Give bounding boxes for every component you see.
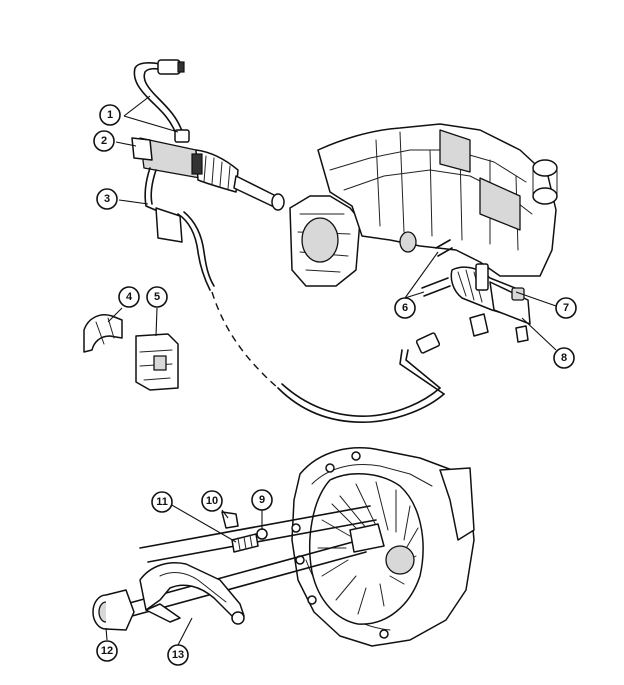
callout-6: 6 [394, 297, 416, 319]
callout-1-label: 1 [107, 109, 113, 121]
callout-10: 10 [201, 490, 223, 512]
master-cylinder-assembly [131, 59, 445, 423]
callout-5: 5 [146, 286, 168, 308]
callout-9-label: 9 [259, 494, 265, 506]
callout-2-label: 2 [101, 135, 107, 147]
callout-1: 1 [99, 104, 121, 126]
slave-cylinder-assembly [421, 239, 531, 343]
callout-12: 12 [96, 640, 118, 662]
callout-2: 2 [93, 130, 115, 152]
callout-8: 8 [553, 347, 575, 369]
callout-12-label: 12 [101, 645, 113, 657]
callout-9: 9 [251, 489, 273, 511]
callout-11: 11 [151, 491, 173, 513]
transmission-housing-top [289, 123, 558, 287]
callout-10-label: 10 [206, 495, 218, 507]
callout-8-label: 8 [561, 352, 567, 364]
callout-4: 4 [118, 286, 140, 308]
callout-13: 13 [167, 644, 189, 666]
clutch-release-parts [92, 505, 385, 631]
callout-13-label: 13 [172, 649, 184, 661]
callout-11-label: 11 [156, 496, 168, 508]
callout-6-label: 6 [402, 302, 408, 314]
callout-7-label: 7 [563, 302, 569, 314]
callout-5-label: 5 [154, 291, 160, 303]
callout-4-label: 4 [126, 291, 133, 303]
bracket-parts [83, 314, 179, 391]
callout-3: 3 [96, 188, 118, 210]
callout-3-label: 3 [104, 193, 110, 205]
leader-lines [105, 95, 557, 646]
callout-7: 7 [555, 297, 577, 319]
